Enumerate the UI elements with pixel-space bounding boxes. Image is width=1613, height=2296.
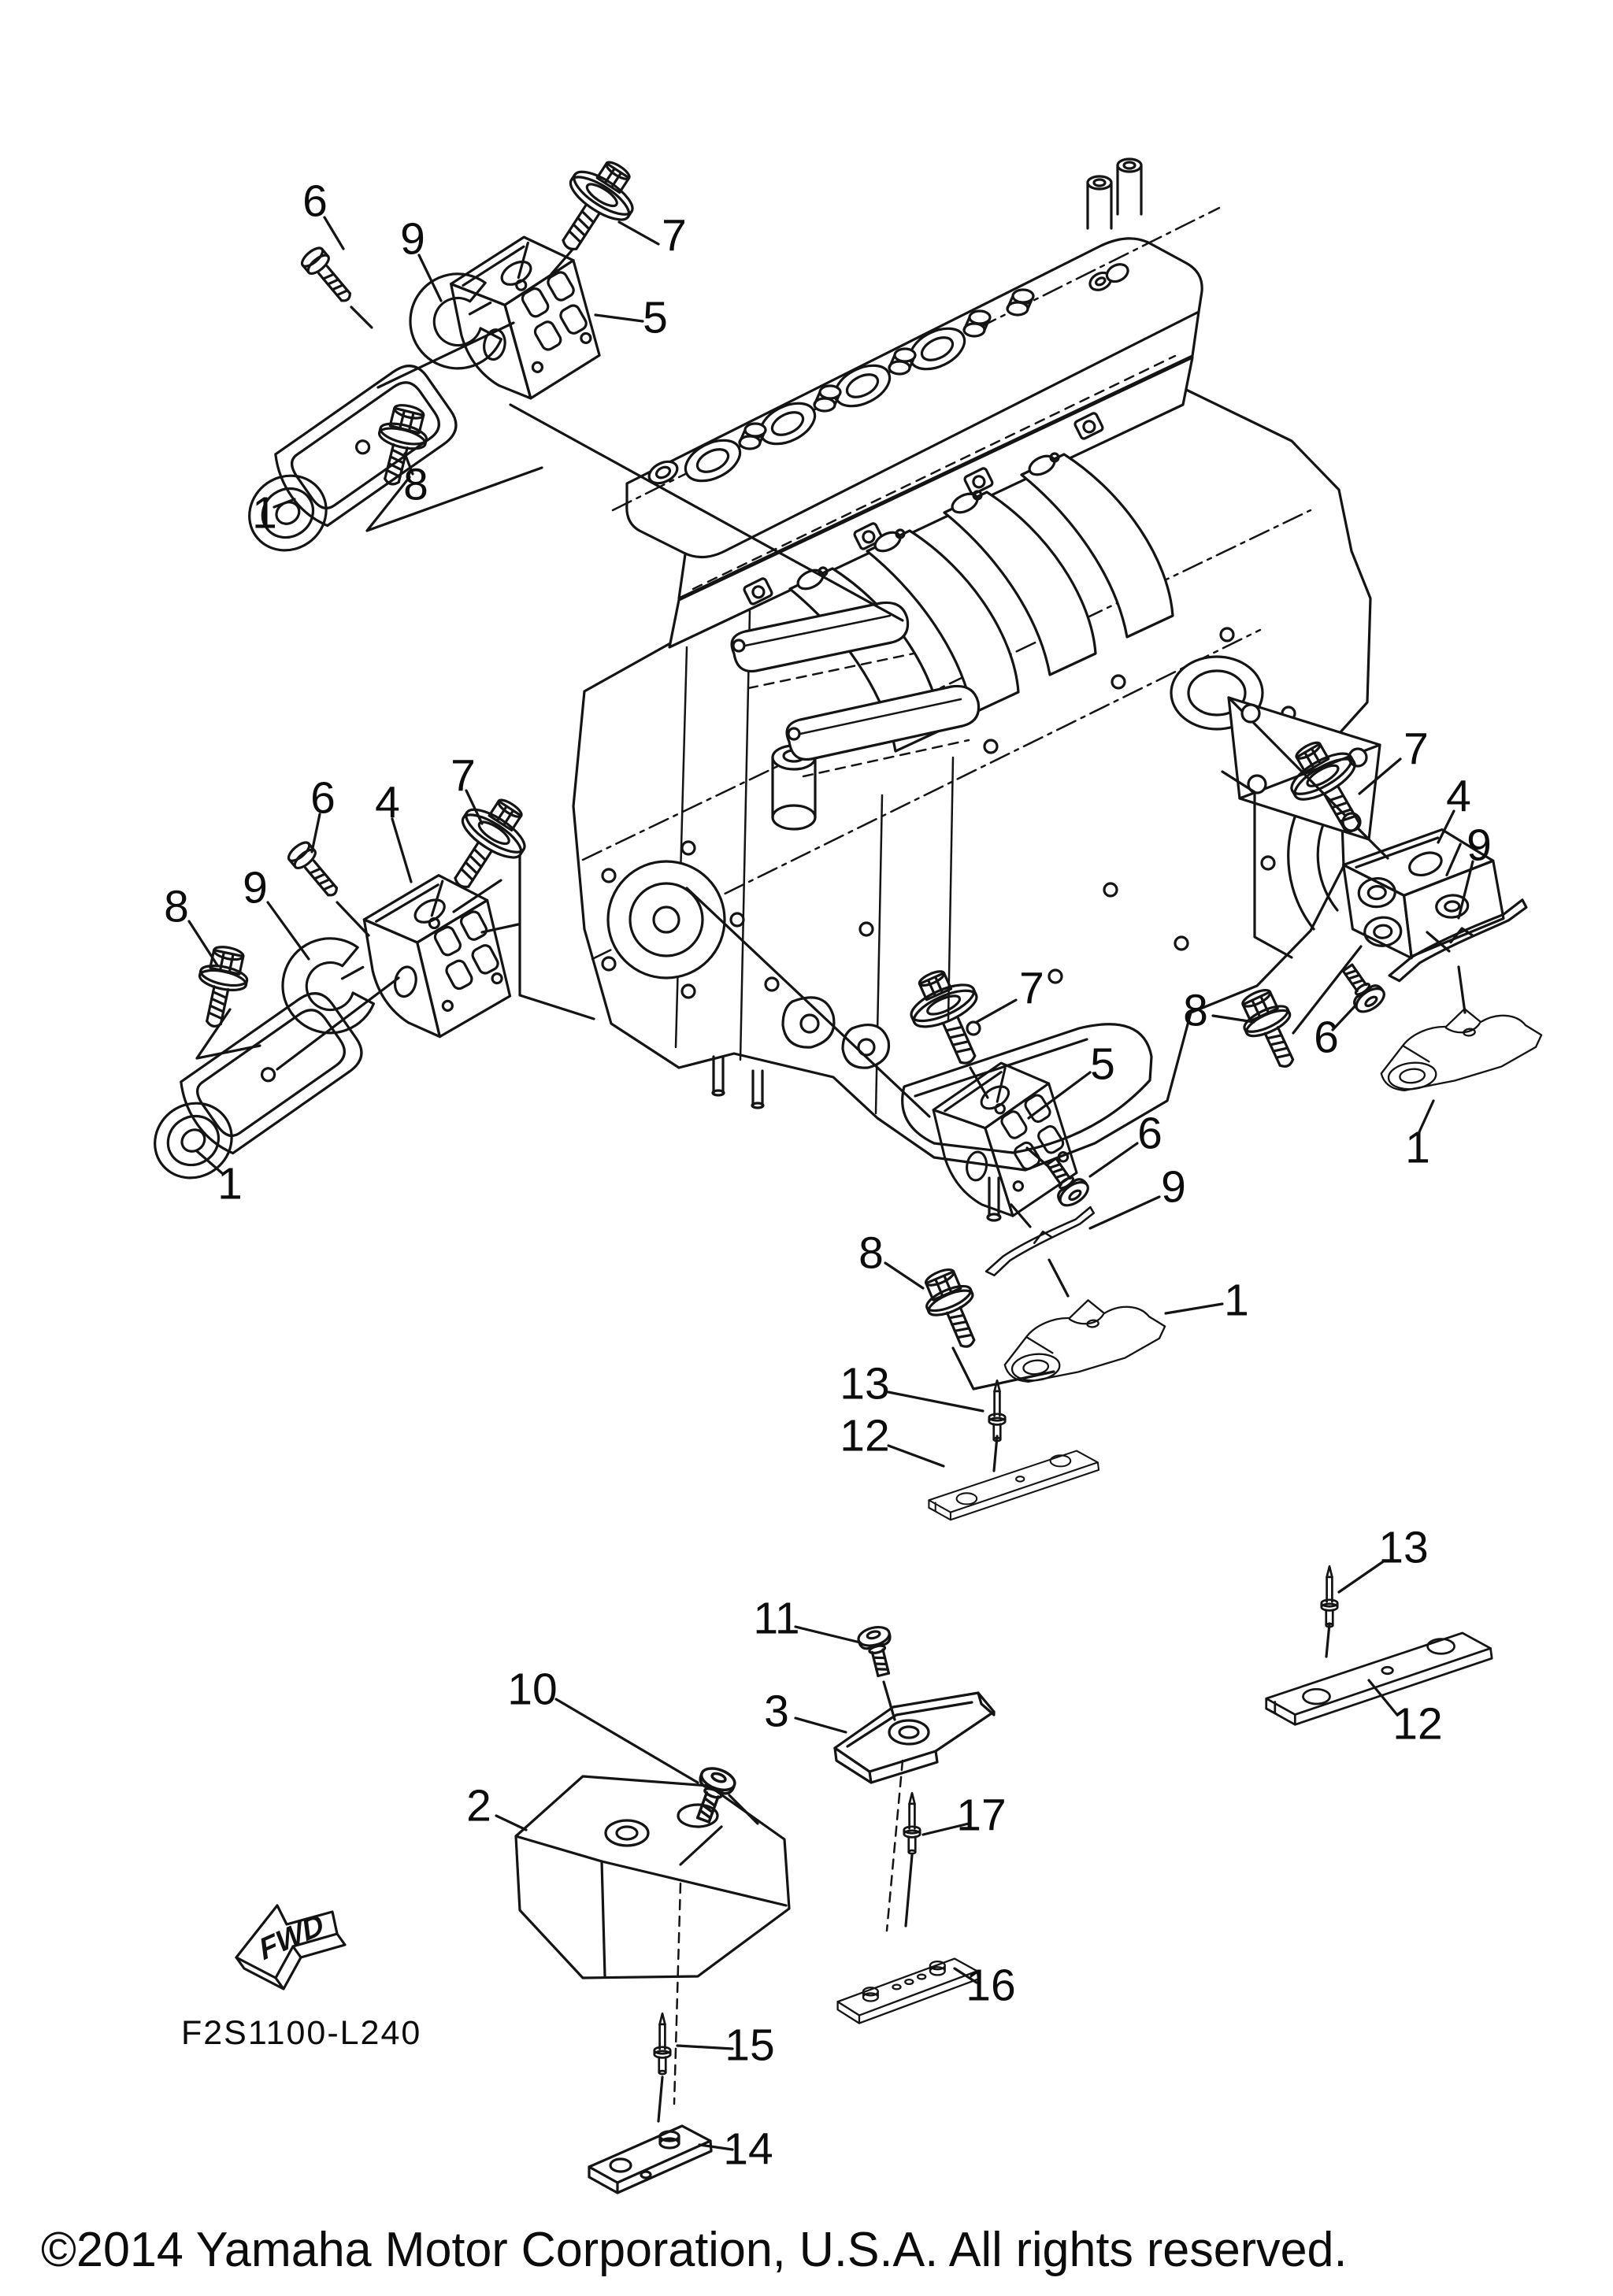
mount-shim-plate bbox=[1265, 1631, 1493, 1726]
callout-11: 11 bbox=[753, 1593, 800, 1644]
bolt-icon bbox=[298, 243, 359, 309]
callout-3: 3 bbox=[764, 1686, 789, 1737]
rear-mount-group bbox=[514, 1623, 996, 2194]
callout-7: 7 bbox=[1019, 963, 1044, 1014]
bolt-icon bbox=[1231, 982, 1311, 1077]
mount-plate bbox=[588, 2124, 713, 2194]
flange-bolt-icon bbox=[430, 784, 543, 905]
callout-9: 9 bbox=[1161, 1161, 1186, 1213]
rivet-pin-icon bbox=[988, 1379, 1007, 1442]
rivet-pin-icon bbox=[1320, 1565, 1339, 1628]
callout-9: 9 bbox=[1467, 820, 1492, 871]
bolt-icon bbox=[914, 1261, 992, 1357]
rubber-mount-block bbox=[514, 1775, 791, 1979]
callout-6: 6 bbox=[1137, 1108, 1162, 1159]
callout-15: 15 bbox=[725, 2020, 775, 2071]
callout-1: 1 bbox=[1405, 1122, 1430, 1173]
callout-4: 4 bbox=[1446, 771, 1471, 822]
callout-1: 1 bbox=[217, 1158, 243, 1209]
callout-7: 7 bbox=[1403, 724, 1429, 775]
fwd-arrow: FWD bbox=[235, 1904, 347, 1990]
callout-8: 8 bbox=[164, 881, 189, 932]
engine-illustration bbox=[572, 157, 1381, 1222]
callout-5: 5 bbox=[1090, 1039, 1115, 1090]
callout-13: 13 bbox=[1378, 1522, 1429, 1573]
callout-8: 8 bbox=[858, 1228, 884, 1279]
shim-plate-center bbox=[928, 1379, 1100, 1521]
bolt-icon bbox=[188, 941, 254, 1032]
leader-lines bbox=[187, 216, 1474, 2151]
callout-4: 4 bbox=[375, 777, 400, 828]
callout-6: 6 bbox=[1314, 1012, 1339, 1063]
callout-1: 1 bbox=[252, 487, 277, 539]
callout-7: 7 bbox=[451, 750, 476, 802]
callout-16: 16 bbox=[966, 1960, 1016, 2011]
diagram-code: F2S1100-L240 bbox=[181, 2014, 422, 2052]
mount-damper bbox=[128, 983, 373, 1194]
callout-12: 12 bbox=[1392, 1698, 1443, 1750]
callout-7: 7 bbox=[662, 210, 687, 261]
engine-mount-bracket bbox=[444, 228, 606, 409]
engine-mount-bracket bbox=[358, 868, 515, 1045]
callout-17: 17 bbox=[956, 1790, 1007, 1841]
callout-5: 5 bbox=[643, 292, 668, 343]
shim-plate-right bbox=[1265, 1565, 1493, 1726]
callout-10: 10 bbox=[507, 1664, 558, 1715]
callout-8: 8 bbox=[403, 459, 428, 510]
rivet-pin-icon bbox=[903, 1791, 921, 1855]
callout-8: 8 bbox=[1183, 985, 1208, 1036]
mount-group-left bbox=[128, 784, 543, 1194]
small-mount bbox=[833, 1691, 996, 1784]
callout-12: 12 bbox=[840, 1410, 890, 1461]
rivet-pin-icon bbox=[653, 2012, 672, 2076]
copyright-text: ©2014 Yamaha Motor Corporation, U.S.A. A… bbox=[41, 2223, 1348, 2277]
screw-icon bbox=[855, 1623, 900, 1680]
callout-9: 9 bbox=[400, 213, 425, 265]
callout-6: 6 bbox=[302, 176, 328, 227]
mount-shim-plate bbox=[928, 1450, 1100, 1521]
callout-14: 14 bbox=[723, 2124, 773, 2175]
shim-icon bbox=[978, 1205, 1102, 1278]
mount-cushion bbox=[1374, 1000, 1547, 1094]
bolt-icon bbox=[284, 838, 346, 904]
mount-cushion bbox=[998, 1291, 1170, 1385]
mount-plate bbox=[836, 1957, 980, 2024]
callout-6: 6 bbox=[310, 772, 336, 824]
socket-bolt-icon bbox=[1333, 957, 1390, 1018]
fwd-label: FWD bbox=[255, 1908, 328, 1967]
callout-9: 9 bbox=[243, 862, 268, 913]
callout-1: 1 bbox=[1224, 1275, 1249, 1326]
callout-13: 13 bbox=[840, 1358, 890, 1409]
callout-2: 2 bbox=[466, 1780, 491, 1831]
flange-bolt-icon bbox=[538, 146, 651, 268]
